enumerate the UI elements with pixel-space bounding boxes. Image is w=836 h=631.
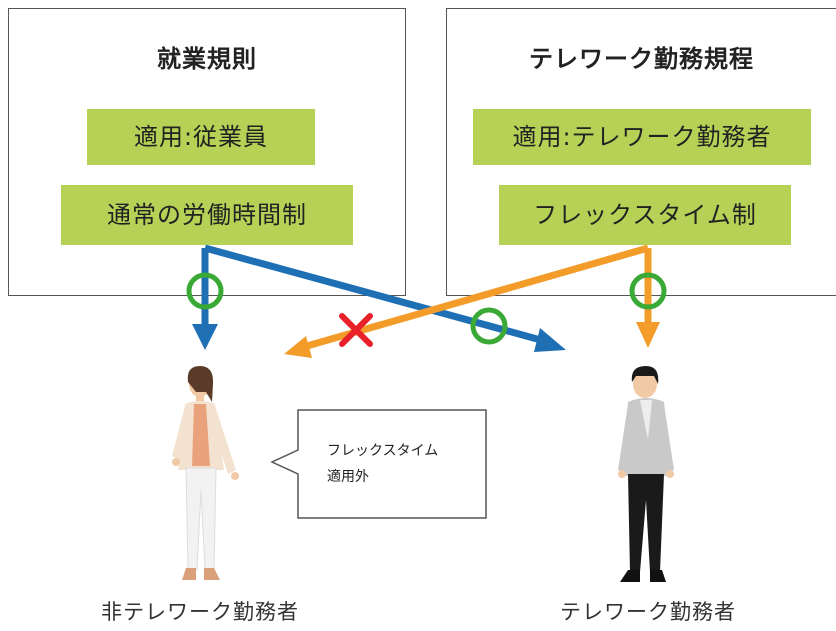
speech-bubble-line2: 適用外 — [327, 469, 369, 485]
work-rules-panel: 就業規則 適用:従業員 通常の労働時間制 — [8, 8, 406, 296]
telework-worker-figure — [618, 366, 674, 582]
ok-circle-left — [186, 272, 224, 310]
orange-arrow-diagonal-head — [284, 336, 312, 358]
telework-rules-title: テレワーク勤務規程 — [529, 45, 754, 73]
telework-rules-system-tag: フレックスタイム制 — [499, 185, 791, 245]
speech-bubble-text: フレックスタイム 適用外 — [327, 438, 438, 490]
work-rules-title: 就業規則 — [157, 45, 257, 73]
ng-cross-icon — [339, 313, 373, 347]
blue-arrow-down-head — [192, 324, 218, 350]
telework-worker-label: テレワーク勤務者 — [560, 600, 736, 624]
speech-bubble — [270, 409, 487, 519]
orange-arrow-down-head — [636, 322, 660, 348]
work-rules-system-tag: 通常の労働時間制 — [61, 185, 353, 245]
non-telework-worker-label: 非テレワーク勤務者 — [101, 600, 299, 624]
blue-arrow-diagonal-head — [534, 328, 566, 352]
blue-arrows — [192, 244, 566, 352]
speech-bubble-line1: フレックスタイム — [327, 443, 439, 459]
ok-circle-diagonal — [470, 307, 508, 345]
ok-circle-right — [629, 272, 667, 310]
blue-arrow-diagonal — [204, 244, 549, 346]
telework-rules-scope-tag: 適用:テレワーク勤務者 — [473, 109, 811, 165]
work-rules-scope-tag: 適用:従業員 — [87, 109, 315, 165]
non-telework-worker-figure — [172, 366, 239, 580]
